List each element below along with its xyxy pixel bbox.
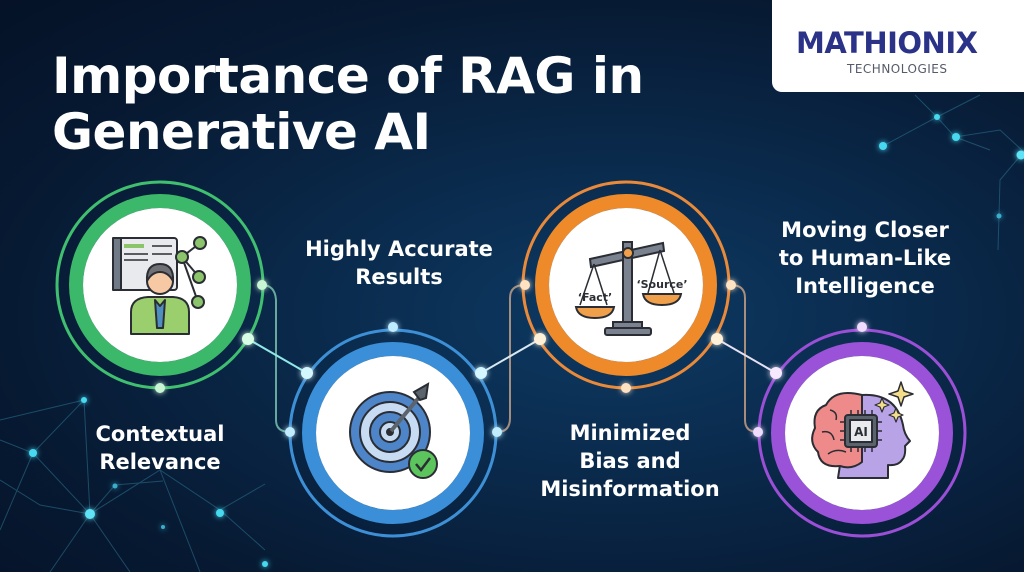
ai-chip-label: AI xyxy=(854,425,868,439)
label-line: Relevance xyxy=(99,450,221,474)
network-background-left xyxy=(0,398,266,572)
balance-scale-icon: ‘Fact’ ‘Source’ xyxy=(574,241,688,336)
label-line: Moving Closer xyxy=(781,218,949,242)
title-line-2: Generative AI xyxy=(52,103,431,161)
label-line: Results xyxy=(355,265,443,289)
label-line: Misinformation xyxy=(540,477,720,501)
ai-brain-head-icon: AI xyxy=(811,381,914,479)
label-line: Bias and xyxy=(579,449,681,473)
network-dots-right xyxy=(879,114,1024,219)
logo-brand: MATHIONIX xyxy=(796,26,978,60)
title-line-1: Importance of RAG in xyxy=(52,47,644,105)
connector-blue-orange xyxy=(480,284,541,433)
label-human-like-intelligence: Moving Closer to Human-Like Intelligence xyxy=(755,216,975,300)
scale-right-label: ‘Source’ xyxy=(636,278,687,291)
label-line: Highly Accurate xyxy=(305,237,493,261)
person-with-book-network-icon xyxy=(112,236,207,335)
scale-left-label: ‘Fact’ xyxy=(578,291,612,304)
label-line: to Human-Like xyxy=(778,246,952,270)
connector-orange-purple xyxy=(716,284,777,433)
label-highly-accurate-results: Highly Accurate Results xyxy=(284,235,514,291)
company-logo: MATHIONIX TECHNOLOGIES xyxy=(772,0,1024,92)
target-with-checkmark-icon xyxy=(349,382,438,479)
label-contextual-relevance: Contextual Relevance xyxy=(70,420,250,476)
label-line: Minimized xyxy=(569,421,691,445)
label-line: Intelligence xyxy=(795,274,935,298)
label-minimized-bias: Minimized Bias and Misinformation xyxy=(520,419,740,503)
network-dots-left xyxy=(29,397,268,567)
label-line: Contextual xyxy=(95,422,225,446)
logo-tagline: TECHNOLOGIES xyxy=(847,62,948,76)
page-title: Importance of RAG in Generative AI xyxy=(52,48,644,160)
connector-green-blue xyxy=(247,284,308,433)
